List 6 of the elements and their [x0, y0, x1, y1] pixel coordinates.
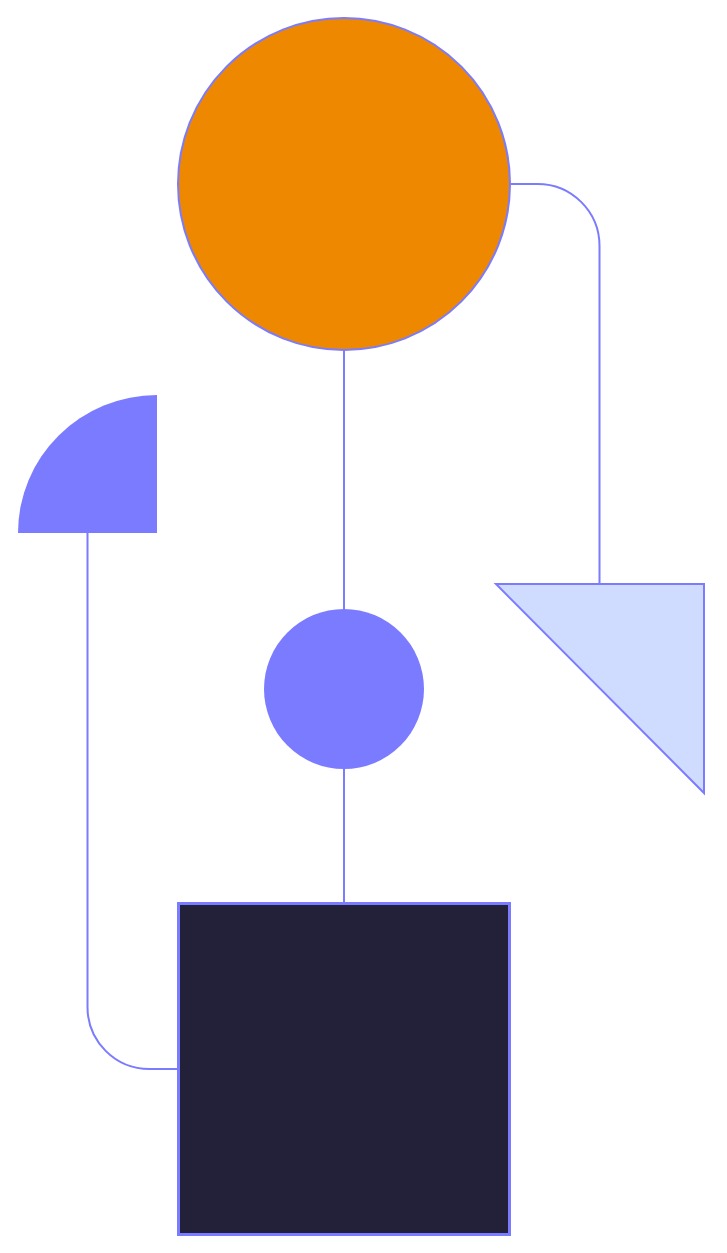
square-block	[177, 902, 511, 1236]
connector-line	[343, 350, 345, 610]
connector-line	[86, 532, 178, 1070]
right-triangle	[494, 583, 705, 795]
connector-line	[510, 183, 601, 584]
connector-line	[343, 768, 345, 903]
